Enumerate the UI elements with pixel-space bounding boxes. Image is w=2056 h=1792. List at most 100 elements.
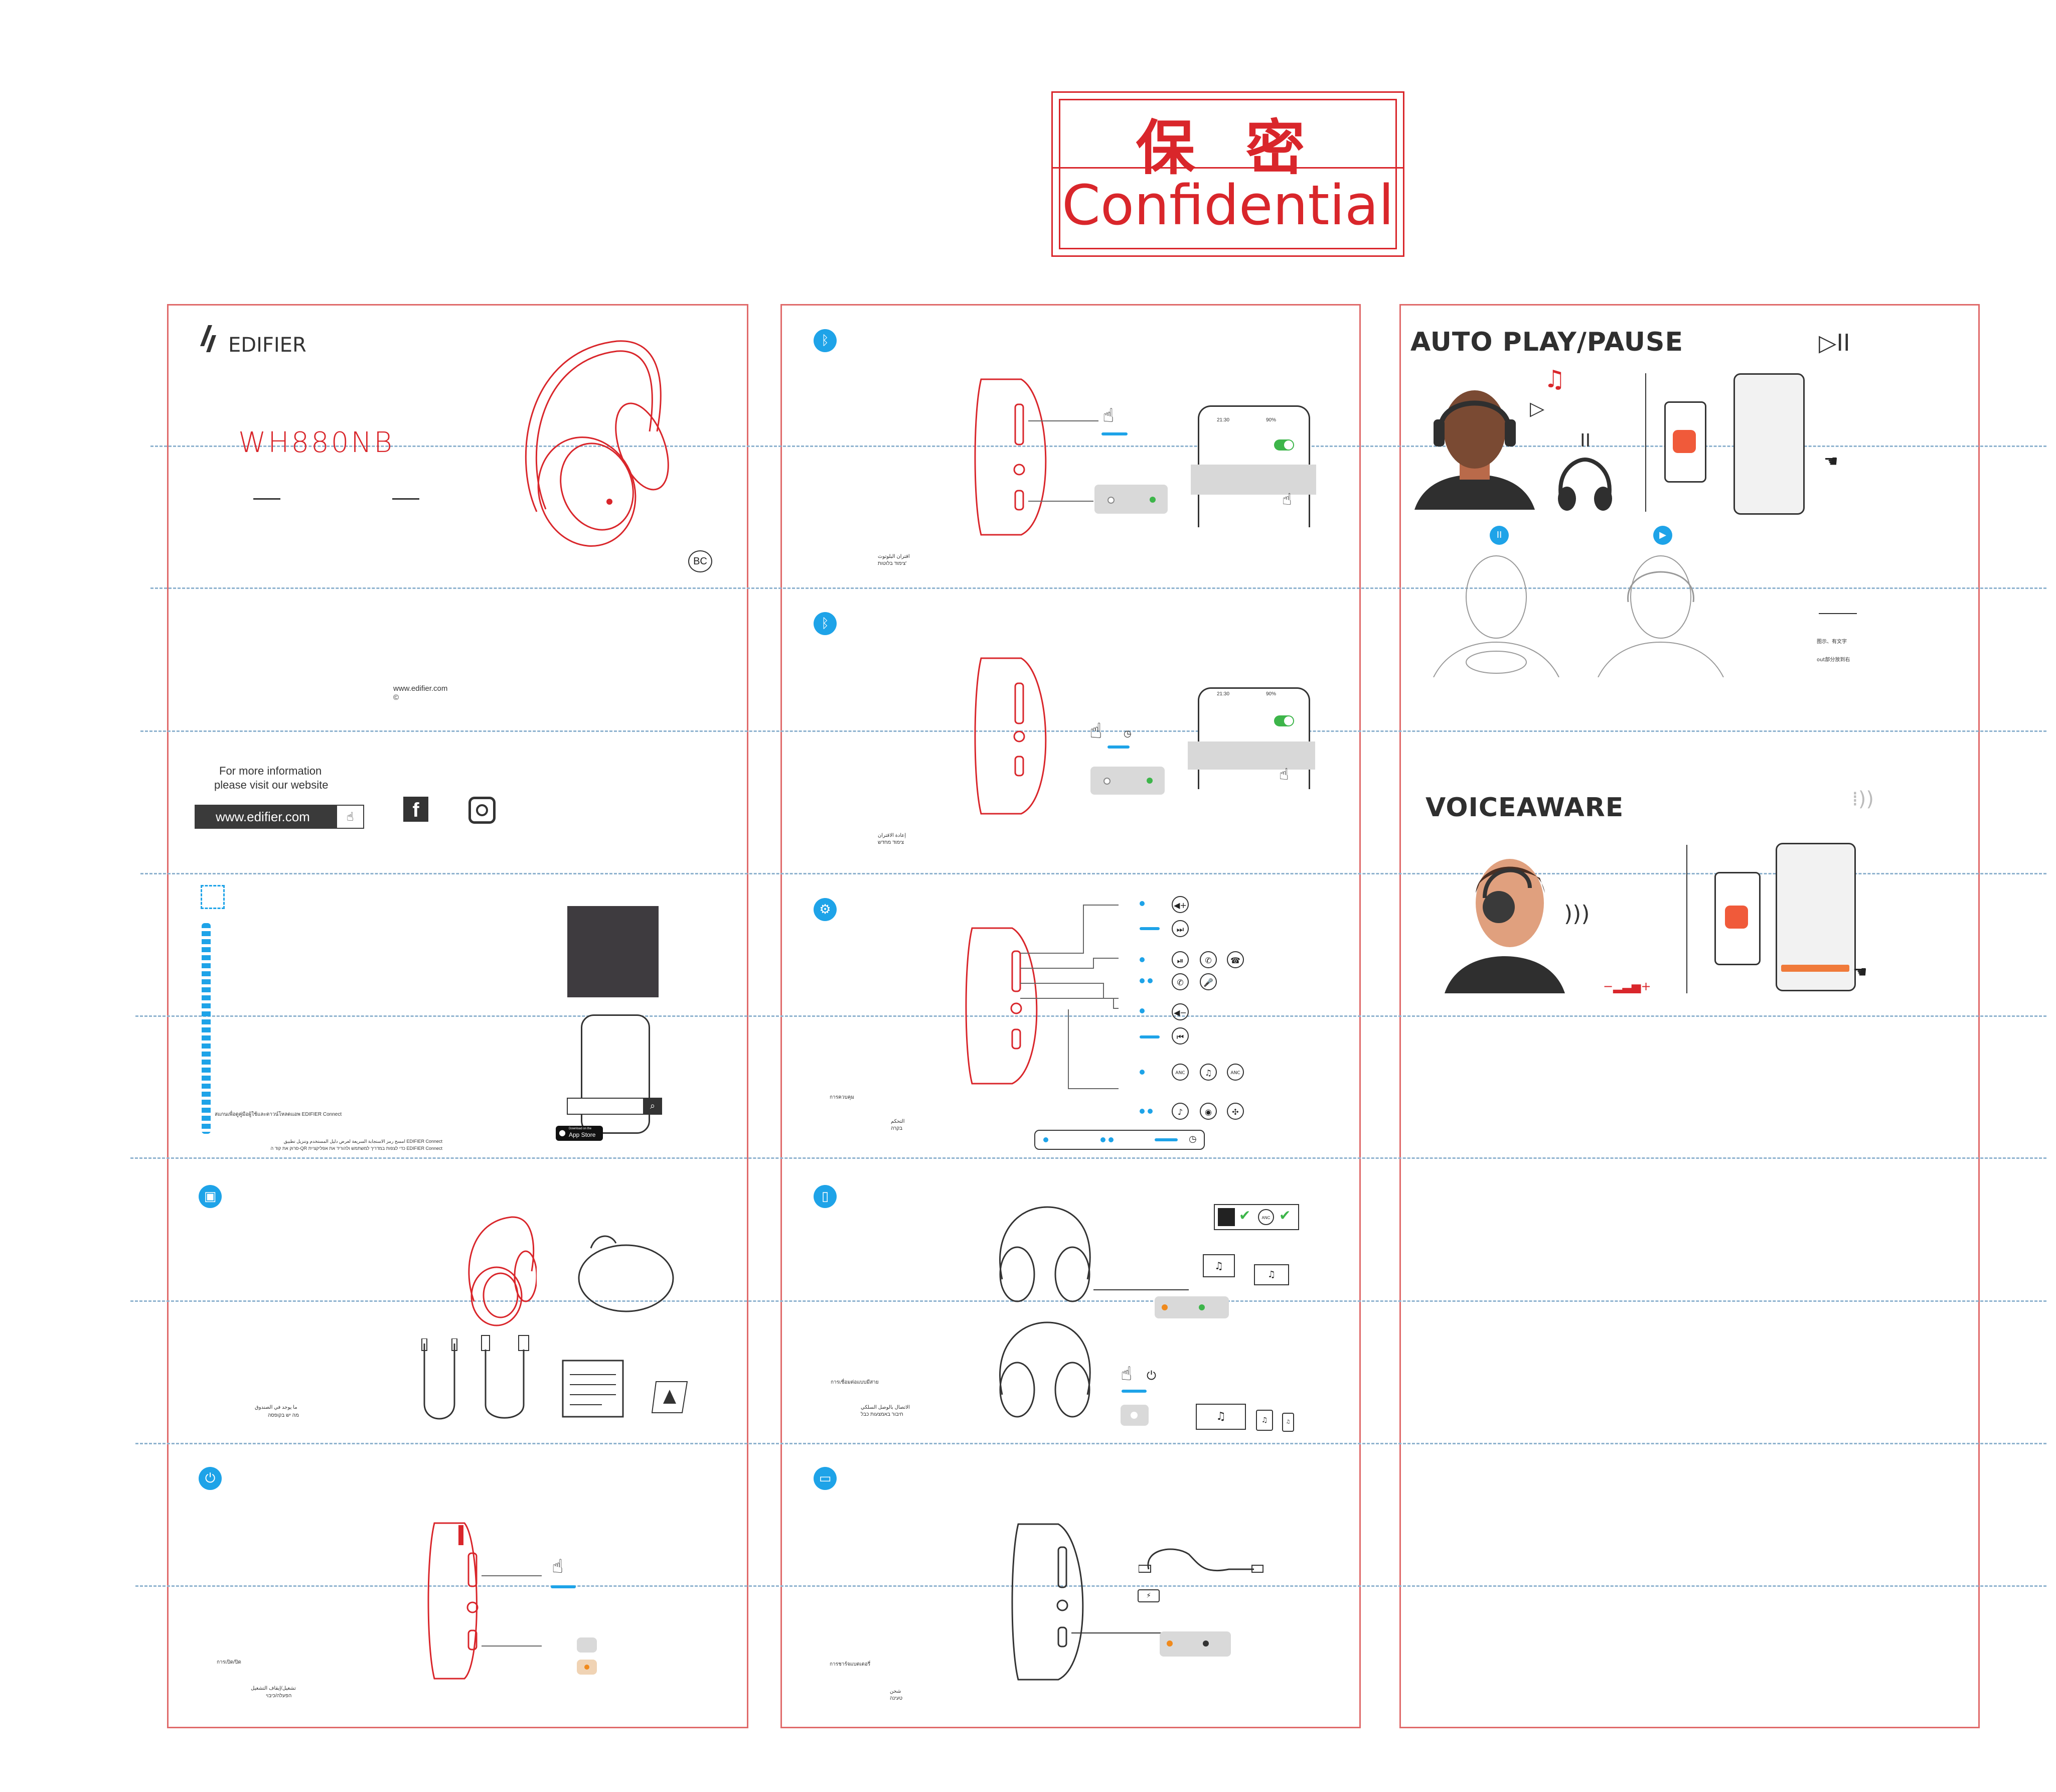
press-indicator-bar (551, 1585, 576, 1588)
bc-certification-badge: BC (688, 550, 712, 572)
earcup-side-bt-reconnect (974, 657, 1047, 815)
check-icon: ✔ (1239, 1207, 1251, 1224)
charging-battery-icon: ⚡ (1138, 1589, 1160, 1602)
hand-pointer-icon: ☝ (1282, 490, 1292, 509)
custom-mode-icon: ✣ (1227, 1103, 1244, 1120)
power-icon: ⏻ (1147, 1369, 1156, 1383)
fold-line-8 (135, 1443, 2046, 1444)
controls-leader-lines (1020, 905, 1119, 1089)
mic-icon: 🎤 (1200, 973, 1217, 990)
led-status-orange (577, 1660, 597, 1675)
controls-label-arabic: التحكم (891, 1119, 905, 1124)
headphone-red-illustration (468, 1216, 537, 1326)
instagram-lens (476, 804, 488, 816)
app-phone-illustration (581, 1014, 650, 1134)
more-info-line-1: For more information (219, 765, 322, 777)
hand-pointer-icon: ☚ (1853, 962, 1867, 981)
headphone-illustration (525, 340, 669, 547)
double-press-dot (1140, 978, 1145, 983)
fold-line-9 (135, 1585, 2046, 1587)
charge-leader-line (1071, 1632, 1162, 1633)
power-icon: ⏻ (199, 1467, 222, 1490)
long-press-bar (1101, 432, 1128, 435)
qr-scan-icon (201, 885, 225, 909)
app-store-badge[interactable]: ● Download on the App Store (556, 1126, 603, 1141)
fold-line-4 (140, 873, 2046, 874)
double-press-dot (1140, 1109, 1145, 1114)
cable-line-1 (1093, 1289, 1189, 1290)
play-pause-icon: ⏯ (1172, 951, 1189, 968)
website-button[interactable]: www.edifier.com (195, 805, 357, 829)
led-off-indicator (1121, 1405, 1149, 1426)
hand-pointer-icon: ☝ (346, 810, 354, 824)
led-status-white (577, 1637, 597, 1653)
wired-label-arabic: الاتصال بالوصل السلكي (861, 1405, 910, 1410)
model-underline-right (392, 498, 419, 500)
website-button-hand[interactable]: ☝ (336, 805, 364, 829)
dark-led-dot (1203, 1640, 1209, 1647)
search-icon[interactable]: ⌕ (643, 1098, 662, 1115)
tablet-icon: ♫ (1256, 1410, 1273, 1431)
apple-icon: ● (559, 1128, 566, 1137)
reject-call-icon: ✆ (1172, 973, 1189, 990)
stamp-divider (1053, 167, 1403, 169)
double-press-dot (1148, 1109, 1153, 1114)
volume-down-icon: ◀− (1172, 1003, 1189, 1020)
box-label-arabic: ما يوجد في الصندوق (255, 1405, 297, 1410)
power-leader-line-2 (482, 1646, 542, 1647)
device-list-band (1191, 465, 1316, 495)
green-led-dot (1147, 778, 1153, 784)
box-label-hebrew: מה יש בקופסה (268, 1413, 299, 1418)
app-instruction-hebrew: סרוק את קוד ה-QR כדי לצפות במדריך למשתמש… (270, 1146, 443, 1151)
removed-headphones-illustration (1558, 457, 1612, 511)
music-note-icon: ♫ (1544, 365, 1566, 393)
anc-icon: ANC (1258, 1209, 1274, 1225)
hand-pointer-icon: ☚ (1824, 452, 1838, 471)
controls-label-hebrew: בקרה (891, 1126, 903, 1131)
voiceaware-title: VOICEAWARE (1426, 793, 1624, 823)
game-mode-icon: ◉ (1200, 1103, 1217, 1120)
bluetooth-toggle[interactable] (1274, 439, 1294, 451)
hand-pointer-icon: ☝ (1102, 404, 1115, 426)
battery-led-indicator (1155, 1296, 1229, 1318)
pause-icon: II (1580, 430, 1591, 451)
headphone-wired-2 (999, 1321, 1091, 1418)
brand-name: EDIFIER (228, 334, 306, 357)
bluetooth-toggle[interactable] (1274, 715, 1294, 726)
blue-led-dot (1103, 778, 1111, 785)
hand-pointer-icon: ☝ (1121, 1363, 1133, 1385)
legend-single-dot (1043, 1137, 1048, 1142)
legend-double-dot (1100, 1137, 1105, 1142)
green-led-dot (1150, 497, 1156, 503)
stamp-inner-frame (1059, 99, 1397, 249)
person-outline-headphones-on (1598, 555, 1724, 677)
next-track-icon: ⏭ (1172, 920, 1189, 937)
laptop-icon: ♫ (1196, 1404, 1246, 1430)
instagram-icon[interactable] (468, 797, 496, 824)
hires-badge: ✔ ANC ✔ (1214, 1204, 1299, 1230)
facebook-icon[interactable]: f (403, 797, 428, 822)
hold-bar (1140, 927, 1160, 930)
check-icon: ✔ (1279, 1207, 1291, 1224)
hires-icon (1218, 1208, 1235, 1226)
battery-icon: ▭ (814, 1467, 837, 1490)
phone-time: 21:30 (1217, 691, 1230, 697)
controls-icon: ⚙ (814, 898, 837, 921)
box-icon: ▣ (199, 1185, 222, 1208)
orange-led-dot (584, 1665, 589, 1670)
model-name: WH880NB (238, 426, 394, 459)
app-store-small-text: Download on the (569, 1127, 592, 1130)
clock-icon: ◷ (1124, 728, 1132, 739)
edifier-logo-icon (200, 325, 216, 352)
edifier-logo (197, 324, 221, 358)
confidential-stamp: 保 密 Confidential (1051, 91, 1404, 257)
copyright-symbol: © (393, 693, 399, 702)
voiceaware-slider[interactable] (1781, 965, 1849, 972)
audio-cable-illustration (421, 1338, 457, 1420)
toggle-knob (1284, 716, 1293, 725)
bt-pair-label-arabic: اقتران البلوتوث (878, 554, 910, 559)
hold-bar (1140, 1035, 1160, 1038)
charge-label-hebrew: טעינה (890, 1696, 903, 1701)
fold-line-1 (150, 445, 2046, 447)
anc-mode-icon: ANC (1172, 1064, 1189, 1081)
